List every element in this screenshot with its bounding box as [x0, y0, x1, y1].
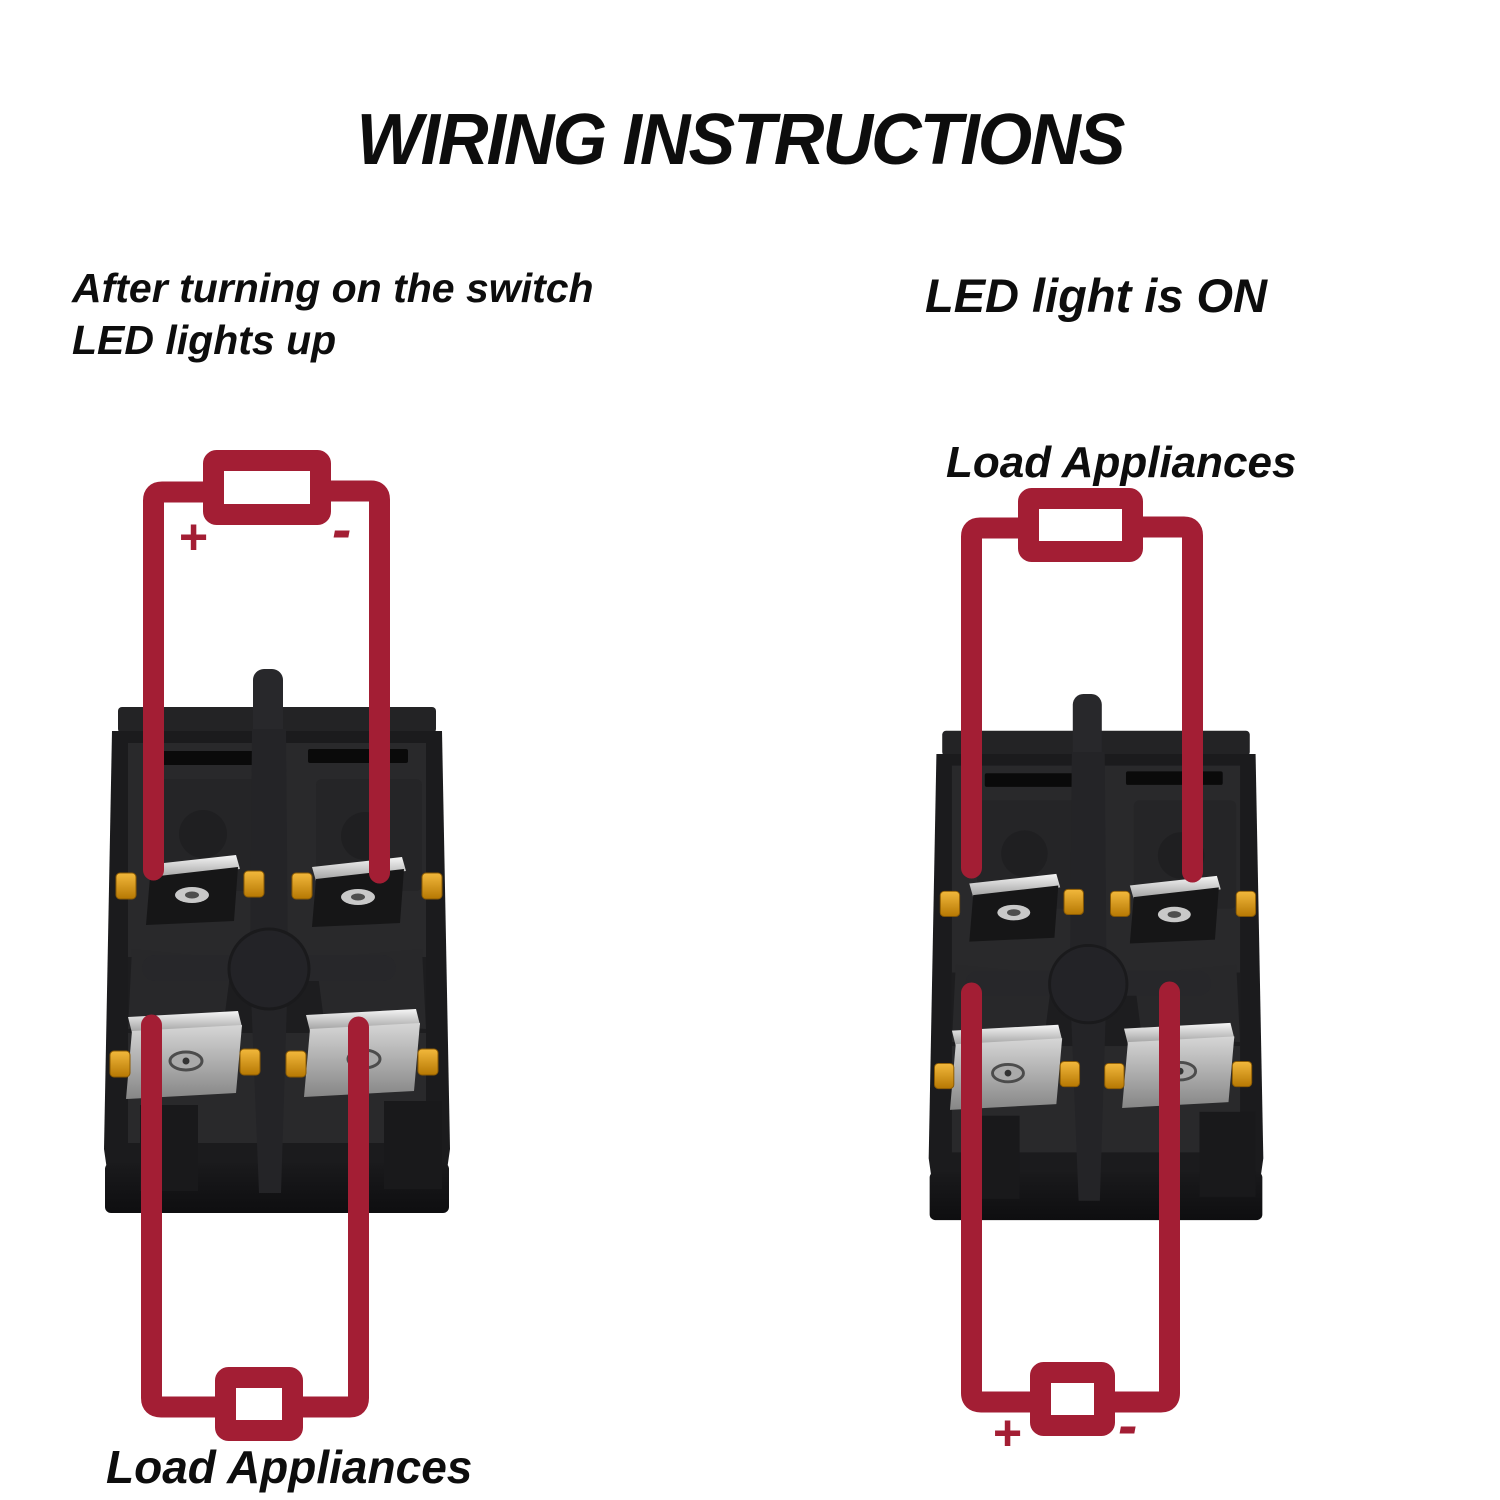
left-top-wire-positive	[143, 481, 216, 881]
left-top-load-box	[203, 450, 331, 525]
page-title: WIRING INSTRUCTIONS	[356, 98, 1126, 180]
left-bottom-wire-a	[141, 1014, 227, 1418]
left-caption-line1: After turning on the switch	[72, 265, 594, 311]
left-caption: After turning on the switch LED lights u…	[72, 262, 594, 367]
left-wiring-loops	[141, 450, 390, 1441]
left-caption-line2: LED lights up	[72, 317, 337, 364]
right-top-wire-a	[961, 517, 1029, 879]
right-bottom-wire-negative	[1104, 981, 1180, 1413]
right-caption: LED light is ON	[925, 269, 1268, 322]
left-load-appliances-label: Load Appliances	[106, 1441, 473, 1493]
right-minus-sign: -	[1118, 1393, 1138, 1458]
right-top-wire-b	[1132, 516, 1203, 883]
right-top-load-box	[1018, 488, 1143, 562]
right-bottom-wire-positive	[961, 982, 1041, 1413]
right-plus-sign: +	[992, 1405, 1022, 1461]
left-bottom-wire-b	[291, 1016, 369, 1418]
left-top-wire-negative	[320, 480, 390, 884]
left-bottom-load-box	[215, 1367, 303, 1441]
right-load-appliances-label: Load Appliances	[946, 438, 1297, 487]
left-minus-sign: -	[332, 497, 352, 562]
left-plus-sign: +	[178, 509, 208, 565]
right-wiring-loops	[961, 488, 1203, 1436]
right-bottom-load-box	[1030, 1362, 1115, 1436]
